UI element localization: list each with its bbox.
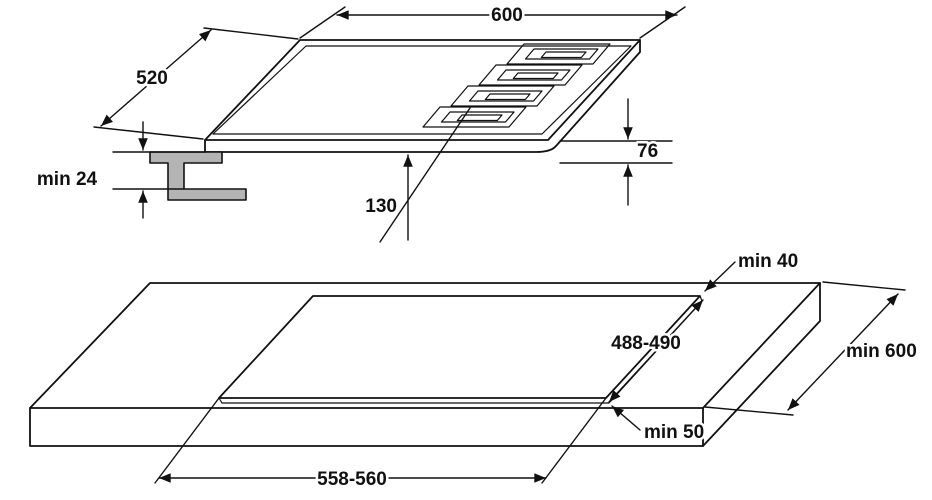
dim-label-front-clearance: min 50 — [644, 422, 704, 443]
dim-label-cutout-depth: 488-490 — [611, 333, 681, 354]
dim-label-cutout-width: 558-560 — [317, 469, 387, 490]
dimension-hob-height: 76 — [559, 98, 673, 206]
worktop-side-face — [702, 282, 821, 447]
hob-body — [204, 39, 641, 153]
dim-label-bracket-clearance: min 24 — [37, 169, 98, 190]
cutout-inner-wall — [218, 295, 703, 404]
burner-grate — [450, 85, 555, 107]
dim-label-back-clearance: min 40 — [738, 251, 798, 272]
dimension-cutout-depth: 488-490 — [608, 299, 704, 403]
dim-label-hob-width: 600 — [491, 5, 523, 26]
dimension-worktop-depth: min 600 — [704, 281, 919, 416]
dim-label-worktop-depth: min 600 — [846, 341, 917, 362]
dimension-hob-depth: 520 — [93, 27, 299, 140]
dimension-hob-width: 600 — [299, 3, 686, 39]
dimension-back-clearance: min 40 — [704, 249, 801, 292]
dimension-bracket-clearance: min 24 — [34, 121, 207, 219]
dimension-cutout-width: 558-560 — [154, 397, 607, 493]
burner-grate — [478, 64, 583, 86]
hob-surface — [204, 39, 641, 141]
dim-label-hob-height: 76 — [637, 141, 658, 162]
dim-label-hob-depth: 520 — [136, 68, 168, 89]
worktop-front-face — [29, 407, 704, 447]
burner-grate — [506, 43, 611, 65]
dim-label-burner-offset: 130 — [365, 196, 397, 217]
dimension-front-clearance: min 50 — [611, 405, 707, 446]
mounting-bracket — [149, 151, 247, 201]
hob-view: 600 520 min 24 76 130 — [34, 3, 686, 243]
dimension-burner-offset: 130 — [363, 107, 471, 243]
worktop-view: min 40 488-490 min 600 min 50 558-560 — [29, 249, 919, 493]
burner-grate — [422, 106, 527, 128]
